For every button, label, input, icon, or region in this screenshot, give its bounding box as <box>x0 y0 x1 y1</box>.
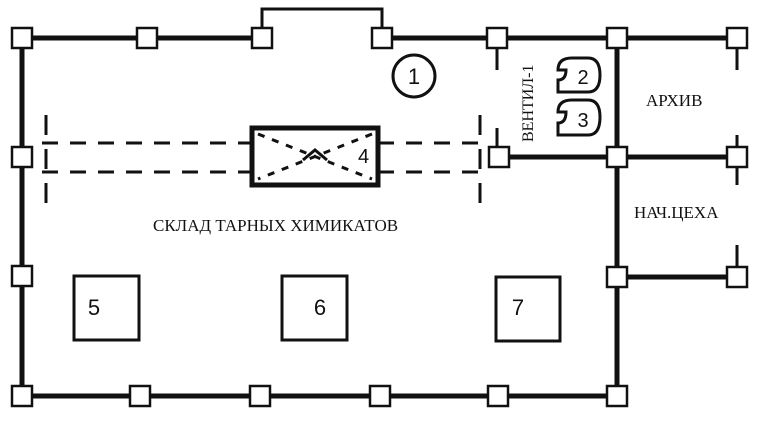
vent-unit-3: 3 <box>556 98 602 137</box>
column <box>368 384 392 408</box>
column <box>248 384 272 408</box>
column <box>605 26 629 50</box>
marker-1: 1 <box>408 64 420 89</box>
marker-4: 4 <box>358 146 369 168</box>
column <box>128 384 152 408</box>
column <box>250 26 274 50</box>
column <box>605 145 629 169</box>
column <box>370 26 394 50</box>
column <box>10 26 34 50</box>
column <box>725 145 749 169</box>
label-shop-head: НАЧ.ЦЕХА <box>634 203 719 222</box>
column <box>485 26 509 50</box>
column <box>605 265 629 289</box>
column <box>486 384 510 408</box>
column <box>10 145 34 169</box>
column <box>725 26 749 50</box>
label-ventilation: ВЕНТИЛ-1 <box>520 64 537 142</box>
column <box>605 384 629 408</box>
marker-2: 2 <box>577 67 588 89</box>
column <box>10 384 34 408</box>
marker-circle-1: 1 <box>391 53 437 99</box>
marker-6: 6 <box>314 295 326 320</box>
wall-top-bump <box>260 7 384 38</box>
vent-unit-2: 2 <box>556 56 602 94</box>
label-warehouse: СКЛАД ТАРНЫХ ХИМИКАТОВ <box>153 216 398 235</box>
label-archive: АРХИВ <box>646 91 702 110</box>
column <box>135 26 159 50</box>
column <box>10 264 34 288</box>
equipment-5: 5 <box>72 274 141 342</box>
equipment-7: 7 <box>494 275 562 343</box>
column <box>725 265 749 289</box>
marker-5: 5 <box>88 295 100 320</box>
equipment-6: 6 <box>280 274 349 342</box>
column <box>487 145 511 169</box>
marker-7: 7 <box>512 295 524 320</box>
object-4: 4 <box>249 125 381 188</box>
columns <box>10 26 749 408</box>
marker-3: 3 <box>577 110 588 132</box>
